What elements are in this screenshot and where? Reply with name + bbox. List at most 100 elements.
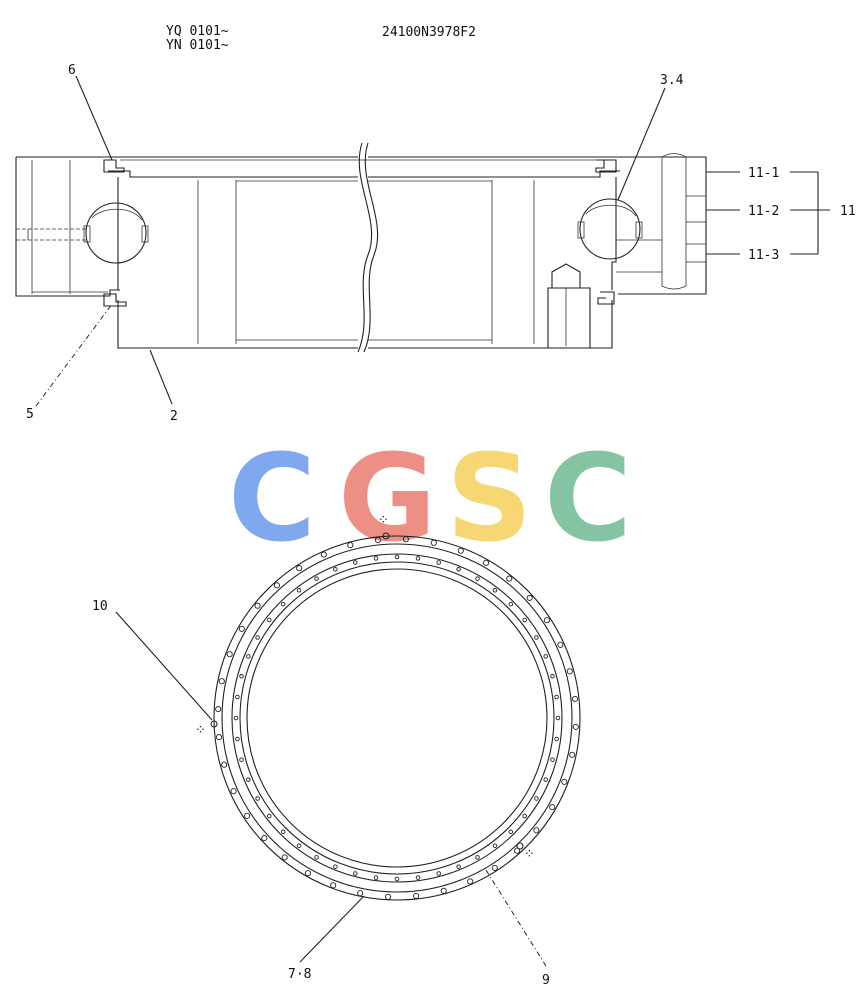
callout-10: 10 [92,599,108,614]
outer-bolt-holes [215,536,579,900]
bolt-hole [221,761,228,768]
callout-5: 5 [26,407,34,422]
bolt-hole [483,559,490,566]
bolt-hole [526,594,533,601]
watermark-letter-4: C [544,430,632,569]
grease-mark-left: ⁘ [195,723,206,738]
watermark-letter-1: C [228,430,316,569]
callout-11-3: 11-3 [748,248,779,263]
bolt-hole [357,890,364,897]
bolt-hole [413,892,420,900]
bolt-hole [394,554,400,560]
bolt-hole [235,736,240,742]
watermark-letter-2: G [338,430,437,569]
bolt-hole [238,625,245,632]
bolt-hole [436,871,441,876]
bolt-hole [492,588,498,593]
grease-mark-top: ⁘ [378,513,389,528]
bolt-hole [280,829,286,835]
bolt-hole [492,843,498,848]
bolt-hole [353,560,358,565]
watermark-letter-3: S [446,430,532,569]
callout-7-8: 7·8 [288,967,311,982]
bolt-hole [402,536,409,543]
bolt-hole [554,736,559,742]
callout-11-2: 11-2 [748,204,779,219]
bolt-hole [491,864,498,871]
bolt-hole [230,788,237,795]
bolt-hole [475,855,480,860]
bolt-hole [522,813,527,819]
callout-3-4: 3.4 [660,73,684,88]
bolt-hole [508,601,514,607]
bolt-hole [320,551,327,558]
bolt-hole [261,835,268,842]
bolt-hole [561,778,568,785]
bolt-hole [226,651,233,658]
bolt-hole [543,654,548,659]
bolt-hole [218,678,225,685]
bolt-hole [273,582,280,589]
plan-view: ⁘ ⁘ ⁘ [115,513,581,967]
bolt-hole [415,875,421,880]
bolt-hole [555,715,561,721]
bolt-hole [373,556,379,561]
bolt-hole [534,796,539,801]
bolt-hole [572,723,579,730]
bolt-hole [394,876,400,882]
bolt-hole [281,854,288,861]
bolt-hole [514,847,521,854]
bolt-hole [415,556,421,561]
bolt-hole [255,635,260,640]
bolt-hole [333,864,338,869]
bolt-hole [436,560,441,565]
bolt-hole [215,706,222,713]
section-view [15,75,830,407]
bolt-hole [333,567,338,572]
bolt-hole [255,796,260,801]
bolt-hole [215,734,223,741]
bolt-hole [254,602,261,609]
watermark: C G S C [228,430,632,569]
bolt-hole [233,715,239,721]
bolt-hole [267,617,272,623]
bolt-hole [385,893,392,900]
bolt-hole [457,547,464,554]
bolt-hole [569,751,576,758]
bolt-hole [550,757,555,762]
bolt-hole [314,855,319,860]
callout-11: 11 [840,204,856,219]
bolt-hole [246,654,251,659]
bolt-hole [304,870,311,877]
bolt-hole [456,864,461,869]
bolt-hole [353,871,358,876]
bolt-hole [244,812,251,819]
bolt-hole [235,694,240,700]
callout-11-1: 11-1 [748,166,779,181]
bolt-hole [522,617,527,623]
bolt-hole [571,695,579,702]
bolt-hole [534,635,539,640]
callout-6: 6 [68,63,76,78]
bolt-hole [557,641,564,648]
bolt-hole [239,757,244,762]
bolt-hole [430,539,437,546]
bolt-hole [549,804,556,811]
bolt-hole [533,827,540,834]
bolt-hole [296,588,302,593]
bolt-hole [440,887,447,894]
bolt-hole [314,576,319,581]
bolt-hole [347,542,354,549]
bolt-hole [296,843,302,848]
bolt-hole [280,601,286,607]
bolt-hole [374,536,381,544]
bolt-hole [506,575,513,582]
series-line-1: YQ 0101~ [166,24,229,39]
bolt-hole [330,882,337,889]
bolt-hole [543,617,550,624]
bolt-hole [508,829,514,835]
bolt-hole [550,674,555,679]
bolt-hole [475,576,480,581]
bolt-hole [373,875,379,880]
